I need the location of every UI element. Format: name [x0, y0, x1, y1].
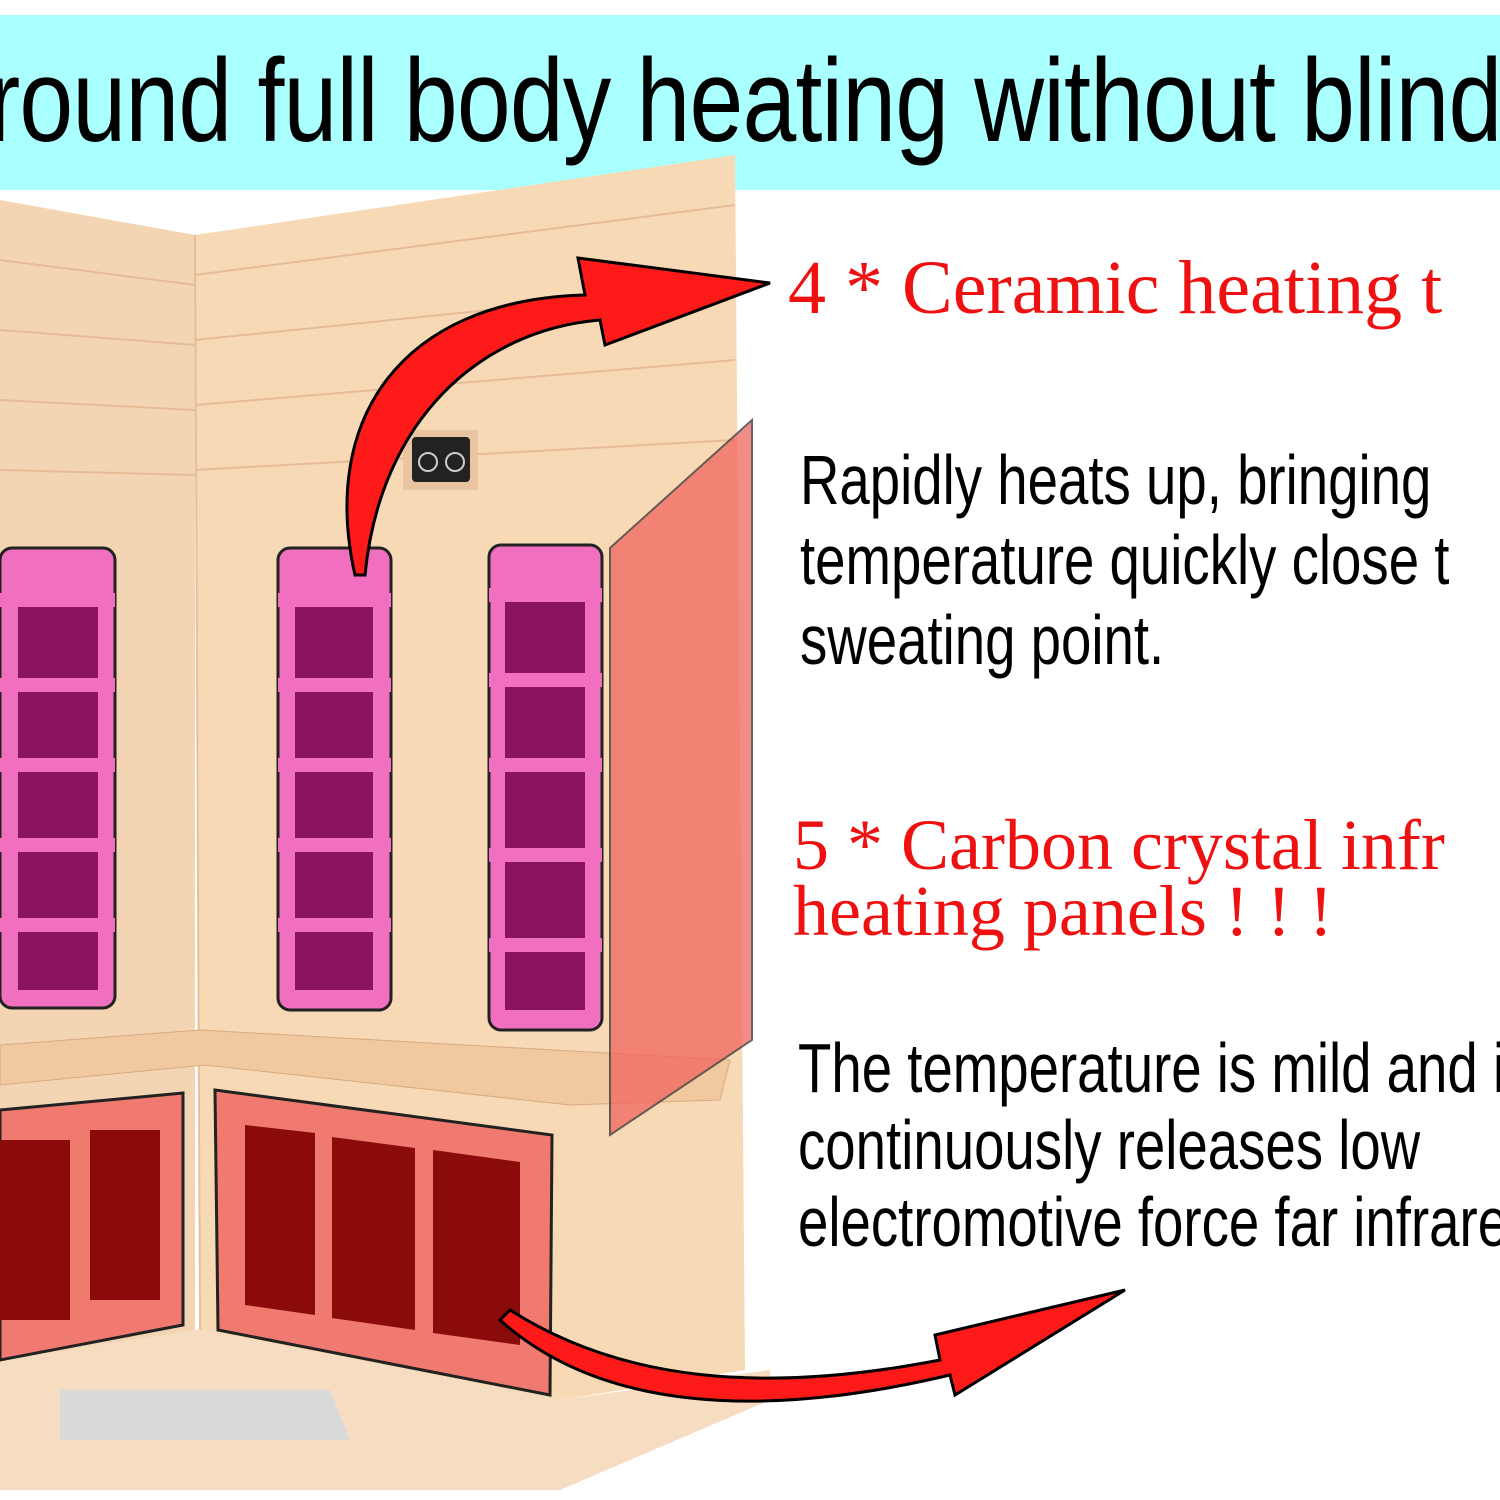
banner-title: round full body heating without blind sp — [0, 35, 1500, 167]
text-line: continuously releases low — [798, 1106, 1421, 1184]
text-line: Rapidly heats up, bringing — [800, 441, 1432, 519]
carbon-description: The temperature is mild and it continuou… — [798, 1030, 1500, 1261]
ceramic-heaters — [0, 543, 604, 1032]
text-line: electromotive force far infrared — [798, 1183, 1500, 1261]
carbon-heaters — [0, 1088, 554, 1397]
arrow-icon — [345, 256, 771, 577]
ceramic-description: Rapidly heats up, bringing temperature q… — [800, 440, 1449, 680]
control-display — [412, 437, 470, 482]
carbon-heading: 5 * Carbon crystal infr heating panels !… — [793, 805, 1445, 951]
text-line: sweating point. — [800, 601, 1165, 679]
floor-mat — [60, 1390, 350, 1440]
arrow-icon — [497, 1288, 1126, 1403]
text-line: temperature quickly close t — [800, 521, 1450, 599]
sauna-floor — [0, 1330, 770, 1490]
title-banner: round full body heating without blind sp — [0, 15, 1500, 190]
heading-line: 5 * Carbon crystal infr — [793, 805, 1445, 885]
heading-line: heating panels ! ! ! — [793, 871, 1333, 951]
ceramic-heading: 4 * Ceramic heating t — [788, 246, 1443, 330]
text-line: The temperature is mild and it — [798, 1029, 1500, 1107]
glass-door — [609, 417, 753, 1137]
